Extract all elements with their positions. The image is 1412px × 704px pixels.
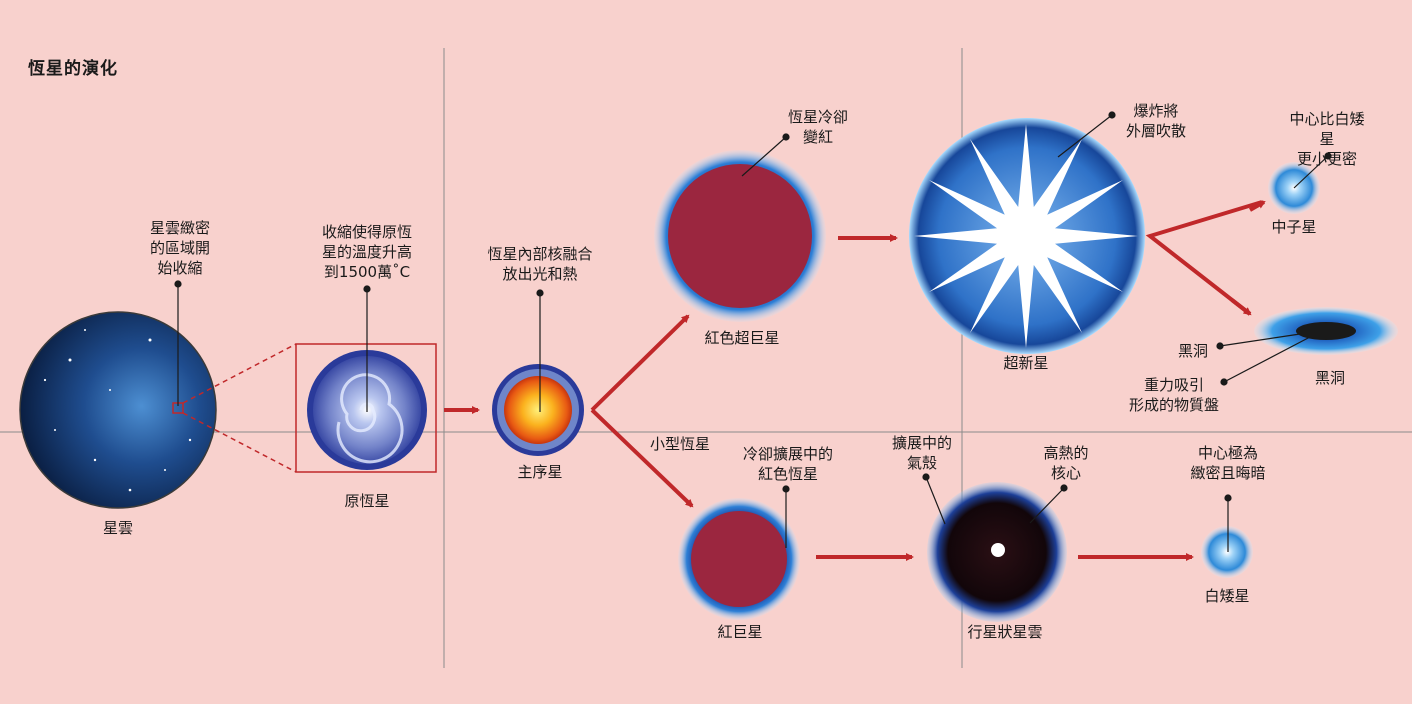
supernova-label: 超新星 [1003, 354, 1049, 372]
protostar-temp-annotation: 收縮使得原恆 星的溫度升高 到1500萬˚C [321, 223, 413, 281]
nebula-dense-annotation: 星雲緻密 的區域開 始收縮 [149, 219, 211, 277]
nebula-label: 星雲 [102, 519, 134, 537]
nebula-graphic [19, 311, 217, 509]
red-supergiant-graphic [654, 150, 826, 322]
white-dwarf-center-annotation: 中心極為 緻密且晦暗 [1190, 444, 1266, 482]
white-dwarf-label: 白矮星 [1204, 587, 1250, 605]
white-dwarf-graphic [1201, 526, 1253, 578]
black-hole-center-annotation: 黑洞 [1177, 342, 1209, 360]
callout-leaders [174, 111, 1332, 552]
supernova-graphic [909, 118, 1145, 354]
planetary-nebula-graphic [927, 482, 1067, 622]
protostar-label: 原恆星 [344, 492, 390, 510]
hot-core-annotation: 高熱的 核心 [1043, 444, 1089, 482]
red-supergiant-label: 紅色超巨星 [704, 329, 780, 347]
main-sequence-label: 主序星 [517, 463, 563, 481]
fusion-annotation: 恆星內部核融合 放出光和熱 [487, 245, 593, 283]
zoom-dashed-lines [182, 343, 297, 473]
main-sequence-graphic [492, 364, 584, 456]
explode-annotation: 爆炸將 外層吹散 [1125, 102, 1187, 140]
black-hole-graphic [1254, 307, 1398, 355]
planetary-nebula-label: 行星狀星雲 [967, 623, 1043, 641]
black-hole-label: 黑洞 [1314, 369, 1346, 387]
neutron-dense-annotation: 中心比白矮星 更小更密 [1289, 110, 1365, 168]
expanding-red-annotation: 冷卻擴展中的 紅色恆星 [742, 445, 834, 483]
cool-red-annotation: 恆星冷卻 變紅 [787, 108, 849, 146]
small-star-branch-label: 小型恆星 [649, 435, 711, 453]
page-title: 恆星的演化 [28, 59, 118, 79]
protostar-graphic [295, 343, 437, 473]
accretion-disk-annotation: 重力吸引 形成的物質盤 [1128, 376, 1220, 414]
neutron-star-label: 中子星 [1271, 218, 1317, 236]
evolution-arrows [444, 200, 1266, 561]
red-giant-graphic [678, 498, 800, 620]
expanding-shell-annotation: 擴展中的 氣殼 [891, 434, 953, 472]
red-giant-label: 紅巨星 [717, 623, 763, 641]
